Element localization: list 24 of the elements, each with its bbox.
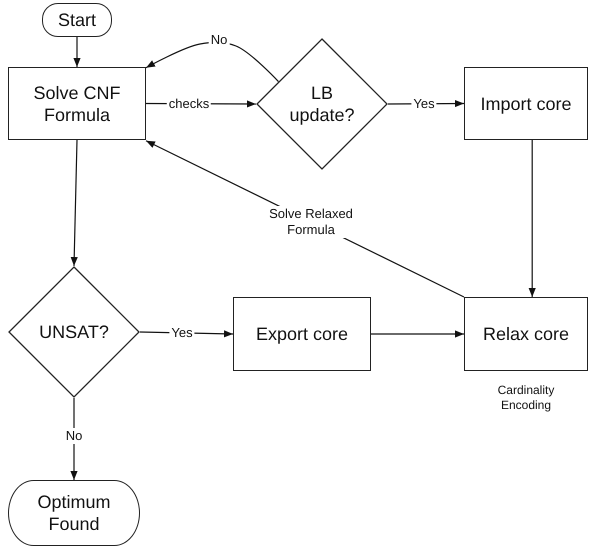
edge-label: No bbox=[64, 428, 84, 444]
terminal-box bbox=[8, 480, 140, 546]
arrow bbox=[528, 140, 536, 297]
arrow bbox=[371, 330, 464, 338]
process-box bbox=[8, 67, 146, 140]
arrow bbox=[73, 37, 81, 67]
node-label: LB update? bbox=[288, 82, 356, 126]
arrow bbox=[70, 140, 78, 266]
edge-label: No bbox=[208, 32, 230, 48]
node-label: Optimum Found bbox=[36, 491, 112, 535]
node-label: Export core bbox=[256, 323, 348, 345]
process-box bbox=[464, 67, 588, 140]
node-label: Start bbox=[58, 9, 96, 31]
process-box bbox=[233, 297, 371, 371]
node-label: Solve CNF Formula bbox=[32, 82, 122, 126]
node-caption: Cardinality Encoding bbox=[496, 383, 556, 413]
terminal-box bbox=[42, 3, 112, 37]
decision-diamond bbox=[256, 38, 388, 170]
decision-diamond bbox=[8, 266, 140, 398]
node-label: UNSAT? bbox=[39, 321, 109, 343]
process-box bbox=[464, 297, 588, 371]
node-label: Relax core bbox=[482, 323, 570, 345]
arrow bbox=[146, 42, 279, 82]
node-label: Import core bbox=[480, 92, 572, 114]
